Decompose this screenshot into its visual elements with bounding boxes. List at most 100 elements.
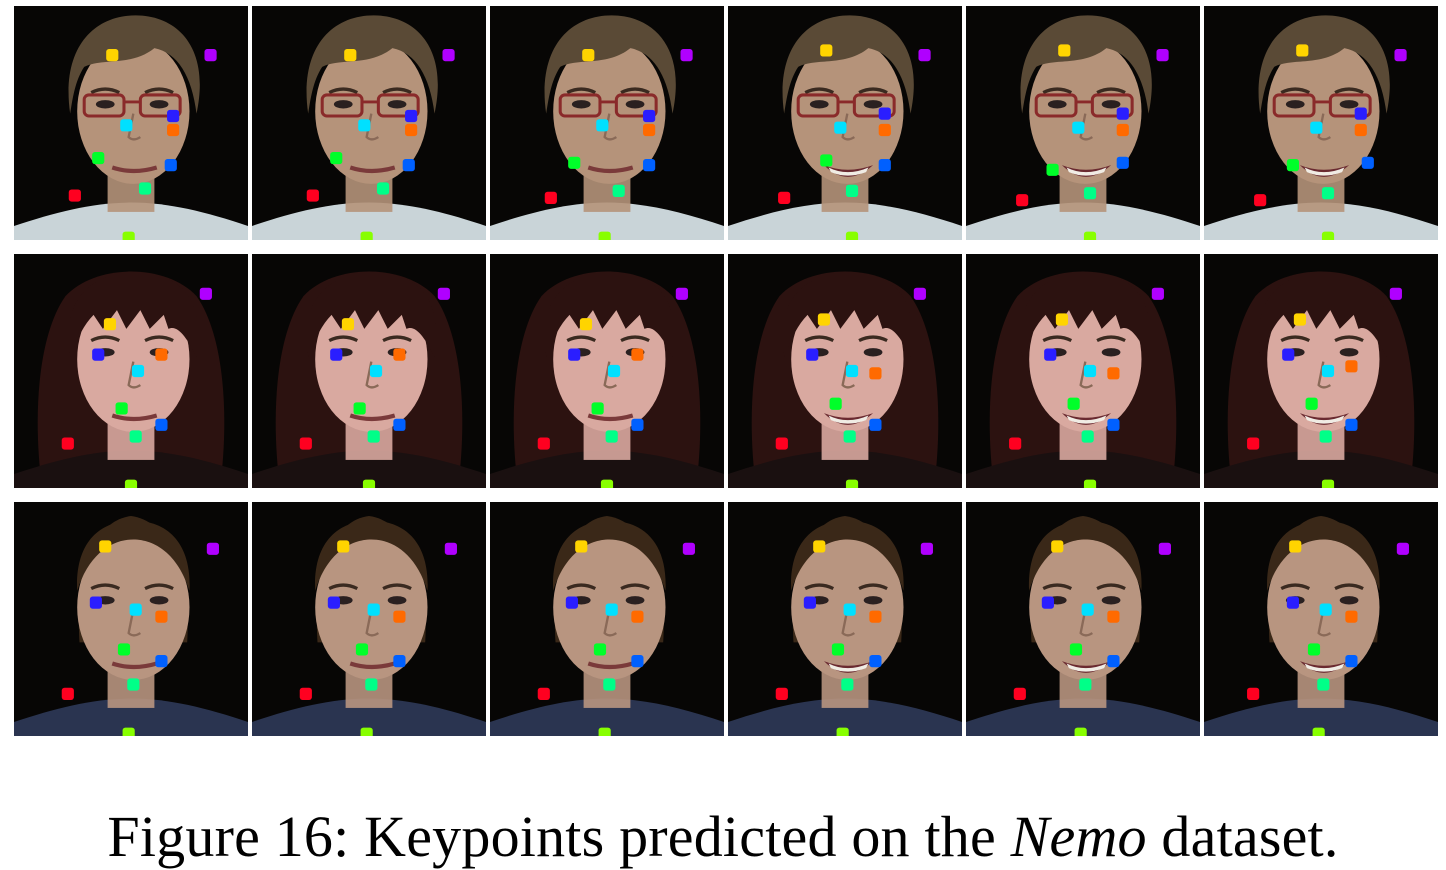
- keypoint-left-eye: [155, 610, 168, 623]
- keypoint-temple: [1158, 542, 1171, 555]
- nose: [1079, 609, 1094, 637]
- nose: [365, 113, 380, 141]
- mouth: [587, 661, 634, 670]
- keypoint-nose: [369, 364, 383, 378]
- teeth: [1304, 663, 1345, 672]
- keypoint-mouth-right: [393, 655, 406, 668]
- nose: [841, 113, 856, 141]
- left-eyebrow: [1042, 583, 1073, 591]
- keypoint-mouth-right: [164, 159, 177, 172]
- face-skin: [1267, 38, 1380, 184]
- keypoint-mouth-right: [1107, 655, 1120, 668]
- hair-top: [1258, 15, 1390, 114]
- right-eyebrow: [382, 335, 412, 343]
- keypoint-cheek: [778, 191, 791, 204]
- face-panel-r3-c5: [966, 502, 1200, 736]
- mouth: [587, 165, 634, 174]
- keypoint-right-eye: [405, 109, 418, 123]
- keypoint-jaw: [1312, 727, 1325, 736]
- glasses-left-lens: [82, 93, 126, 118]
- keypoint-chin: [365, 678, 378, 691]
- hair-bangs: [544, 272, 675, 357]
- keypoint-chin: [1079, 678, 1092, 691]
- keypoint-chin: [605, 430, 618, 443]
- keypoint-mouth-right: [1345, 655, 1358, 668]
- keypoint-jaw: [836, 727, 849, 736]
- keypoint-mouth-right: [631, 418, 644, 431]
- keypoint-left-eye: [155, 348, 168, 361]
- keypoint-chin: [1319, 430, 1332, 443]
- mouth: [349, 165, 396, 174]
- shirt: [728, 450, 962, 488]
- glasses-left-lens: [558, 93, 602, 118]
- keypoint-mouth-left: [820, 154, 833, 167]
- keypoint-temple: [682, 542, 695, 555]
- keypoint-right-eye: [803, 596, 816, 609]
- nose: [603, 609, 618, 637]
- face-skin: [315, 38, 428, 184]
- face-panel-r1-c4: [728, 6, 962, 240]
- hair-top: [1029, 520, 1142, 591]
- keypoint-forehead: [337, 540, 350, 553]
- keypoint-mouth-right: [1361, 156, 1374, 169]
- keypoint-forehead: [820, 44, 833, 57]
- nose: [1079, 113, 1094, 141]
- hair-top: [1267, 520, 1380, 591]
- keypoint-temple: [920, 542, 933, 555]
- keypoint-forehead: [103, 318, 117, 331]
- teeth: [828, 415, 869, 424]
- keypoint-mouth-right: [631, 655, 644, 668]
- left-eyebrow: [566, 87, 597, 95]
- keypoint-cheek: [537, 437, 550, 450]
- keypoint-temple: [1396, 542, 1409, 555]
- keypoint-forehead: [813, 540, 826, 553]
- keypoint-chin: [1321, 187, 1335, 200]
- keypoint-mouth-left: [1286, 159, 1300, 172]
- hair-bangs: [1020, 272, 1151, 357]
- keypoint-temple: [204, 49, 217, 62]
- face-skin: [1029, 38, 1142, 184]
- shirt: [966, 450, 1200, 488]
- keypoint-temple: [1156, 49, 1169, 62]
- keypoint-chin: [376, 182, 390, 195]
- glasses-right-lens: [138, 93, 182, 118]
- mouth: [111, 661, 158, 670]
- face-panel-r1-c6: [1204, 6, 1438, 240]
- left-eye: [1285, 100, 1305, 109]
- keypoint-left-eye: [631, 348, 644, 361]
- nose: [841, 609, 856, 637]
- keypoint-nose: [834, 121, 847, 134]
- keypoint-mouth-left: [593, 643, 607, 656]
- keypoint-cheek: [537, 687, 550, 700]
- teeth: [828, 167, 869, 176]
- keypoint-left-eye: [1116, 123, 1129, 137]
- keypoint-jaw: [600, 479, 614, 488]
- keypoint-cheek: [61, 437, 74, 450]
- nose: [1079, 361, 1094, 389]
- keypoint-jaw: [122, 727, 135, 736]
- right-eyebrow: [144, 583, 174, 591]
- keypoint-chin: [1083, 187, 1097, 200]
- nose: [1317, 609, 1332, 637]
- keypoint-left-eye: [405, 123, 418, 137]
- mouth: [349, 661, 396, 670]
- right-eyebrow: [144, 87, 174, 95]
- caption-prefix: Figure 16: Keypoints predicted on the: [107, 804, 1011, 869]
- right-eye: [863, 348, 883, 357]
- face-panel-r1-c1: [14, 6, 248, 240]
- face-skin: [553, 38, 666, 184]
- right-eyebrow: [620, 87, 650, 95]
- glasses-right-lens: [614, 93, 658, 118]
- teeth: [1066, 167, 1107, 176]
- caption-dataset-name: Nemo: [1010, 804, 1147, 869]
- keypoint-right-eye: [1044, 348, 1057, 361]
- keypoint-mouth-left: [92, 152, 105, 165]
- right-eye: [387, 596, 407, 605]
- face-image: [1204, 502, 1438, 736]
- keypoint-nose: [1072, 121, 1085, 134]
- keypoint-nose: [605, 603, 618, 616]
- keypoint-cheek: [1254, 194, 1267, 207]
- nose: [127, 609, 142, 637]
- keypoint-cheek: [775, 437, 788, 450]
- keypoint-right-eye: [1041, 596, 1054, 609]
